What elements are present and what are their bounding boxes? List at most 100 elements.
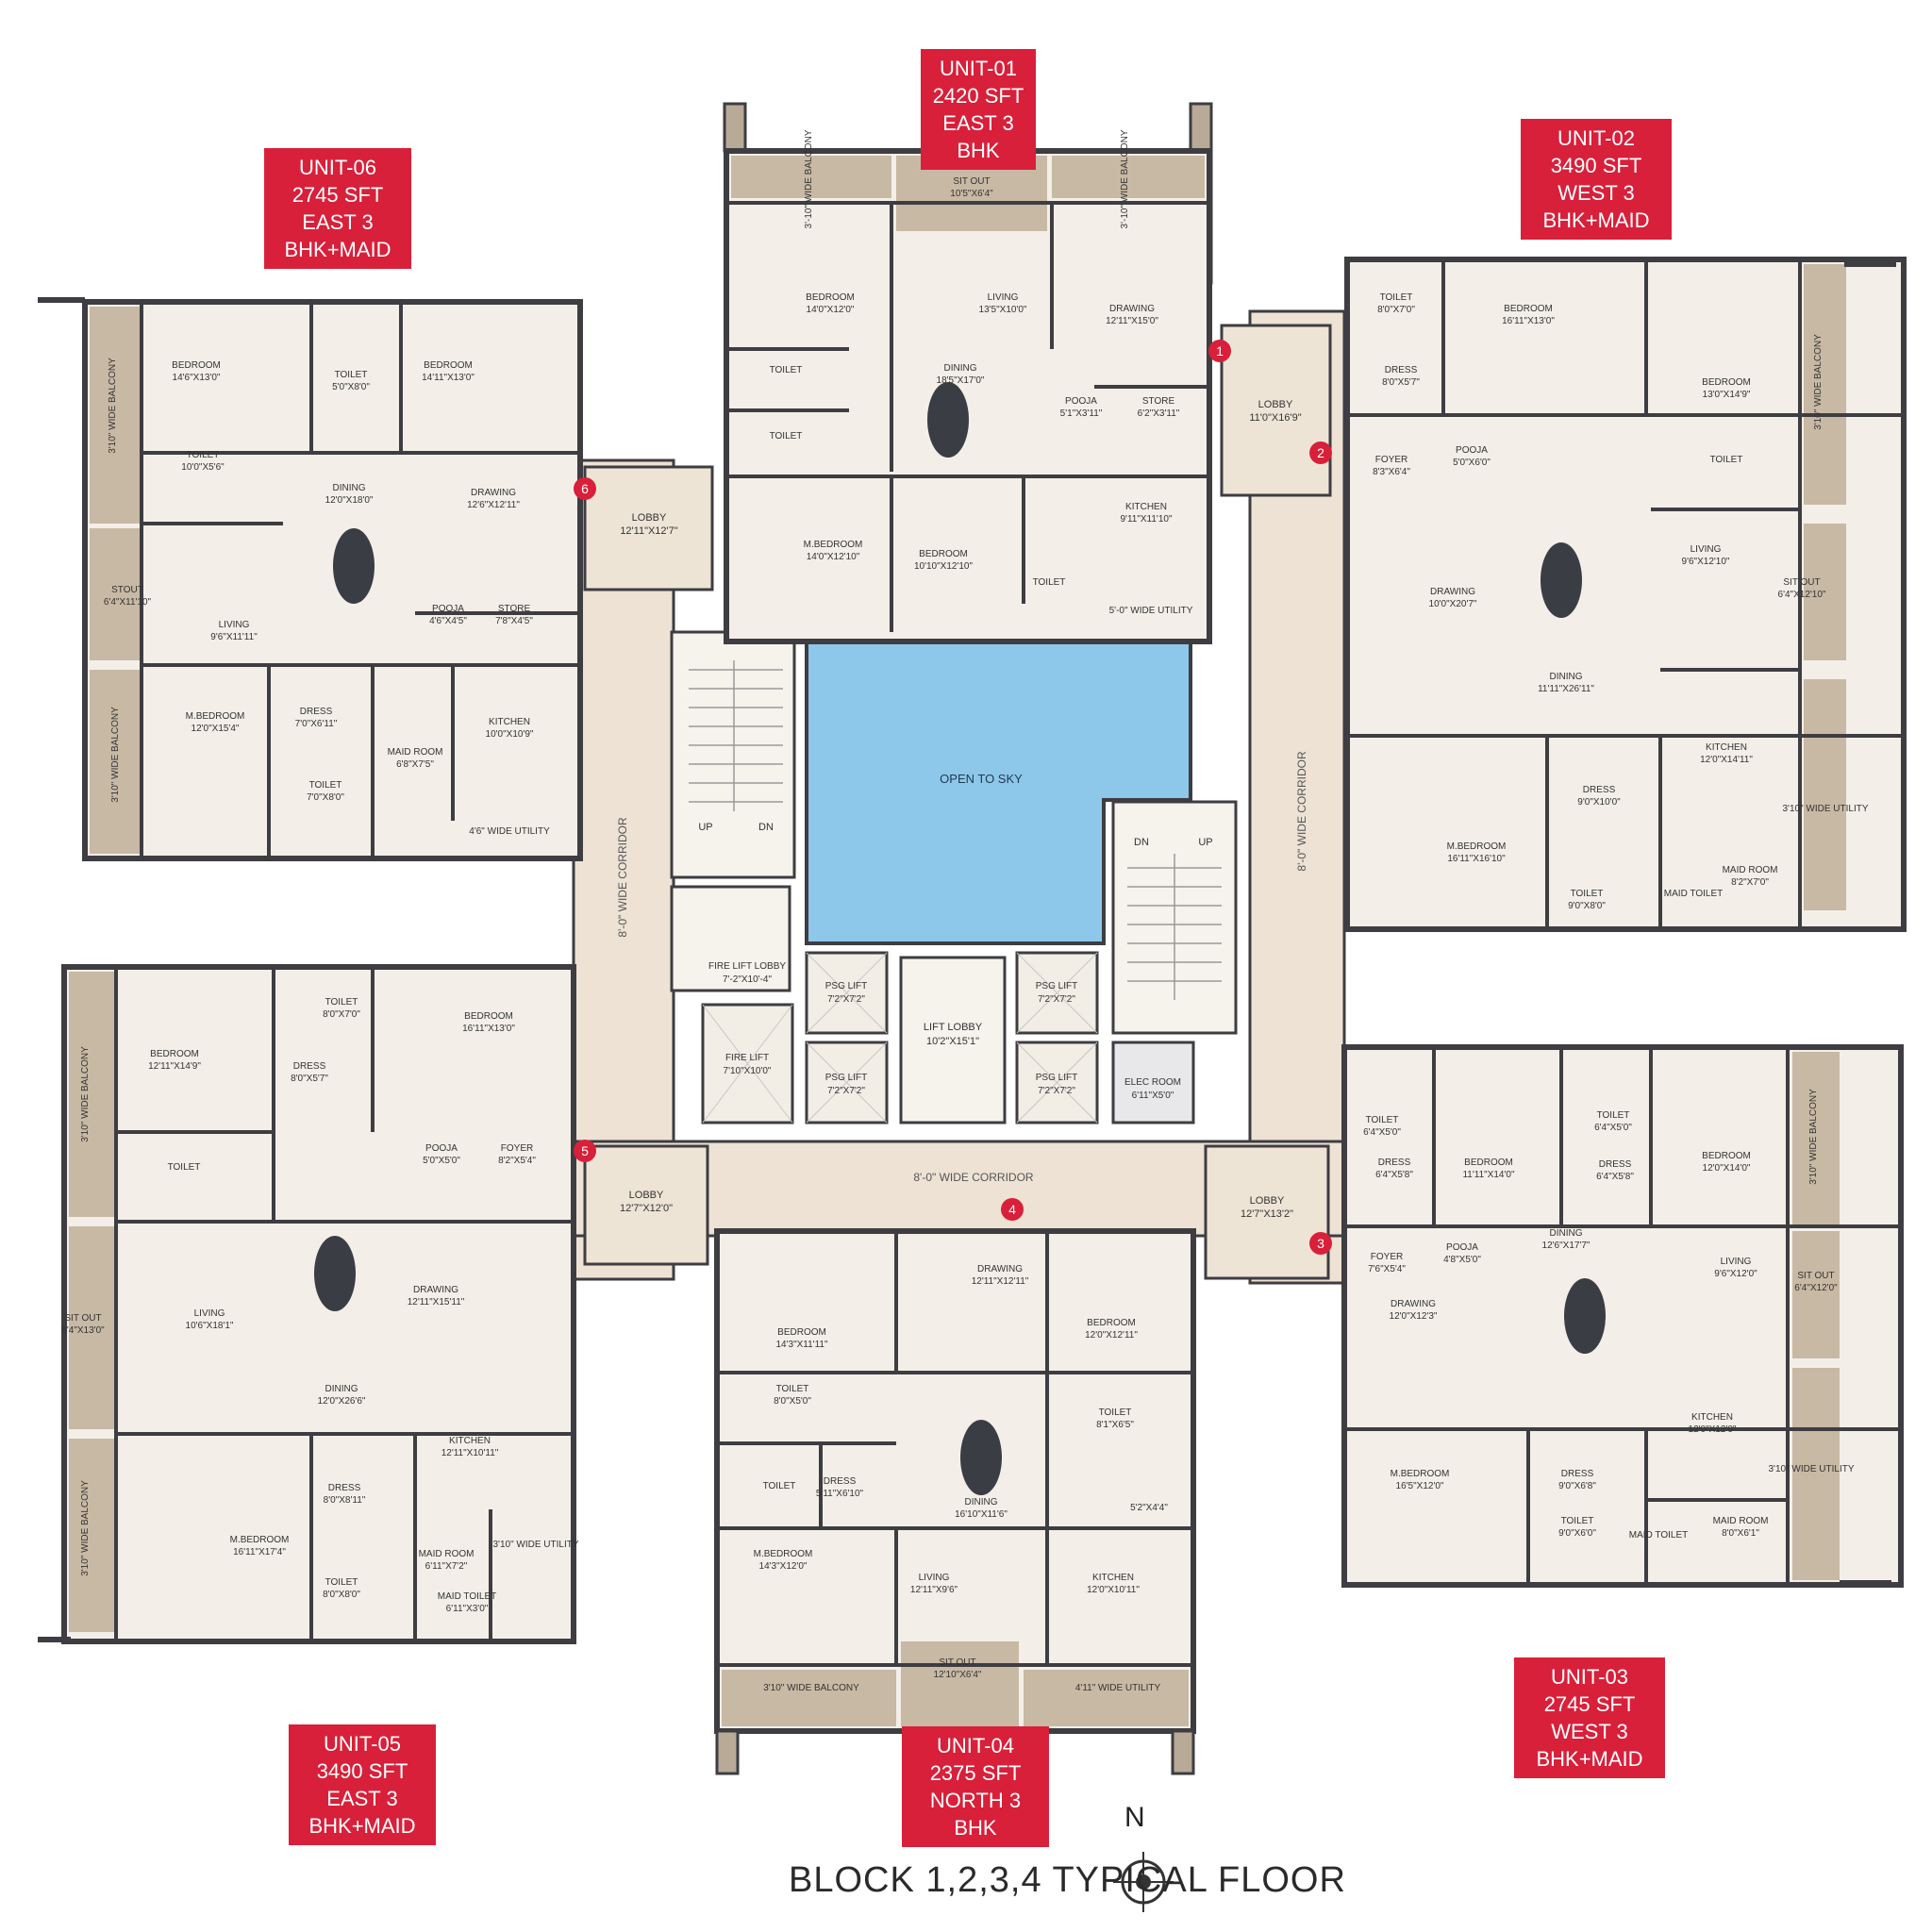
room-name: KITCHEN: [1706, 742, 1747, 753]
room-dimension: 13'0"X14'9": [1703, 390, 1751, 400]
room-name: DRESS: [1378, 1158, 1411, 1168]
room-name: M.BEDROOM: [1447, 841, 1507, 852]
room-name: STORE: [1142, 396, 1175, 407]
lift-lobby-box: [899, 956, 1007, 1124]
unit-03-type: WEST 3 BHK+MAID: [1536, 1720, 1643, 1771]
room-dimension: 16'11"X16'10": [1447, 854, 1506, 864]
room-name: DRESS: [1583, 785, 1616, 795]
lobby-marker-4-num: 4: [1008, 1202, 1016, 1217]
room-name: DINING: [1550, 672, 1583, 682]
room-dimension: 6'11"X3'0": [446, 1604, 489, 1614]
room-dimension: 12'11"X14'9": [148, 1061, 201, 1072]
lobby-3-label: LOBBY: [1250, 1195, 1285, 1207]
elec-room-box: [1111, 1041, 1195, 1124]
room-name: BEDROOM: [919, 549, 968, 559]
fire-lift-label: FIRE LIFT: [725, 1053, 769, 1063]
lobby-markers: 1 2 3 4 5 6: [574, 340, 1332, 1255]
room-name: TOILET: [1099, 1407, 1132, 1418]
room-name: TOILET: [168, 1162, 201, 1173]
room-name: FOYER: [1375, 455, 1407, 465]
room-name: SIT OUT: [64, 1313, 101, 1324]
room-name: TOILET: [776, 1384, 809, 1394]
room-name: STORE: [498, 604, 531, 614]
room-name: POOJA: [425, 1143, 458, 1154]
lobby-marker-6: [574, 477, 596, 500]
lobby-5-dim: 12'7"X12'0": [620, 1203, 673, 1214]
room-dimension: 10'6"X18'1": [186, 1321, 234, 1331]
room-name: LIVING: [988, 292, 1019, 303]
room-name: TOILET: [763, 1481, 796, 1491]
room-label: TOILET: [770, 365, 803, 375]
room-name: DINING: [944, 363, 977, 374]
room-dimension: 6'4"X12'10": [1778, 590, 1826, 600]
room-name: BEDROOM: [1504, 304, 1553, 314]
lift-lobby-dim: 10'2"X15'1": [926, 1036, 979, 1047]
lift-lobby-label: LIFT LOBBY: [924, 1022, 983, 1033]
stair-east-up: UP: [1198, 837, 1212, 848]
room-label: LIVING 9'6"X12'10": [1682, 544, 1730, 567]
room-name: M.BEDROOM: [754, 1549, 813, 1559]
psg-lift-2-label: PSG LIFT: [825, 1073, 867, 1083]
room-label: TOILET: [763, 1481, 796, 1491]
room-dimension: 6'4"X5'8": [1596, 1172, 1634, 1182]
corridor-south-label: 8'-0" WIDE CORRIDOR: [913, 1171, 1034, 1184]
room-dimension: 10'10"X12'10": [914, 561, 974, 572]
stair-west-dn: DN: [758, 822, 774, 833]
open-to-sky-label: OPEN TO SKY: [940, 772, 1023, 786]
room-name: TOILET: [335, 370, 368, 380]
room-name: DINING: [325, 1384, 358, 1394]
room-dimension: 9'6"X12'10": [1682, 557, 1730, 567]
lobby-marker-1-num: 1: [1216, 343, 1224, 358]
room-dimension: 14'6"X13'0": [173, 373, 221, 383]
stair-east-dn: DN: [1134, 837, 1149, 848]
room-name: 3'10" WIDE BALCONY: [80, 1046, 91, 1142]
room-name: 3'10" WIDE UTILITY: [1768, 1464, 1854, 1474]
stair-west: [670, 630, 796, 879]
room-dimension: 14'3"X12'0": [759, 1561, 808, 1572]
room-name: TOILET: [1710, 455, 1743, 465]
lobby-1-label: LOBBY: [1258, 399, 1293, 410]
room-label: BEDROOM 10'10"X12'10": [914, 549, 974, 572]
room-name: TOILET: [770, 365, 803, 375]
room-name: M.BEDROOM: [186, 711, 245, 722]
room-dimension: 16'11"X13'0": [1502, 316, 1555, 326]
room-name: DRESS: [1385, 365, 1418, 375]
room-name: BEDROOM: [424, 360, 473, 371]
room-name: LIVING: [1690, 544, 1722, 555]
room-dimension: 6'4"X12'0": [1794, 1283, 1838, 1293]
room-label: BEDROOM 16'11"X13'0": [1502, 304, 1555, 326]
room-name: DRESS: [293, 1061, 326, 1072]
room-name: DRESS: [300, 707, 333, 717]
room-dimension: 5'11"X6'10": [816, 1489, 864, 1499]
room-dimension: 14'3"X11'11": [775, 1340, 827, 1350]
room-dimension: 12'0"X12'11": [1085, 1330, 1138, 1341]
unit-05-tag: UNIT-05 3490 SFT EAST 3 BHK+MAID: [289, 1724, 436, 1845]
room-name: STOUT: [111, 585, 143, 595]
fire-lift-dim: 7'10"X10'0": [724, 1066, 772, 1076]
room-name: DRAWING: [1109, 304, 1155, 314]
unit-01-plan: [723, 102, 1213, 644]
corridor-west-label: 8'-0" WIDE CORRIDOR: [616, 817, 629, 938]
unit-06-plan: [38, 297, 583, 861]
room-name: 4'6" WIDE UTILITY: [469, 826, 550, 837]
room-name: FOYER: [501, 1143, 533, 1154]
room-name: TOILET: [325, 997, 358, 1008]
room-name: KITCHEN: [1092, 1573, 1134, 1583]
furniture: [314, 382, 1606, 1495]
elec-room-dim: 6'11"X5'0": [1132, 1091, 1174, 1101]
